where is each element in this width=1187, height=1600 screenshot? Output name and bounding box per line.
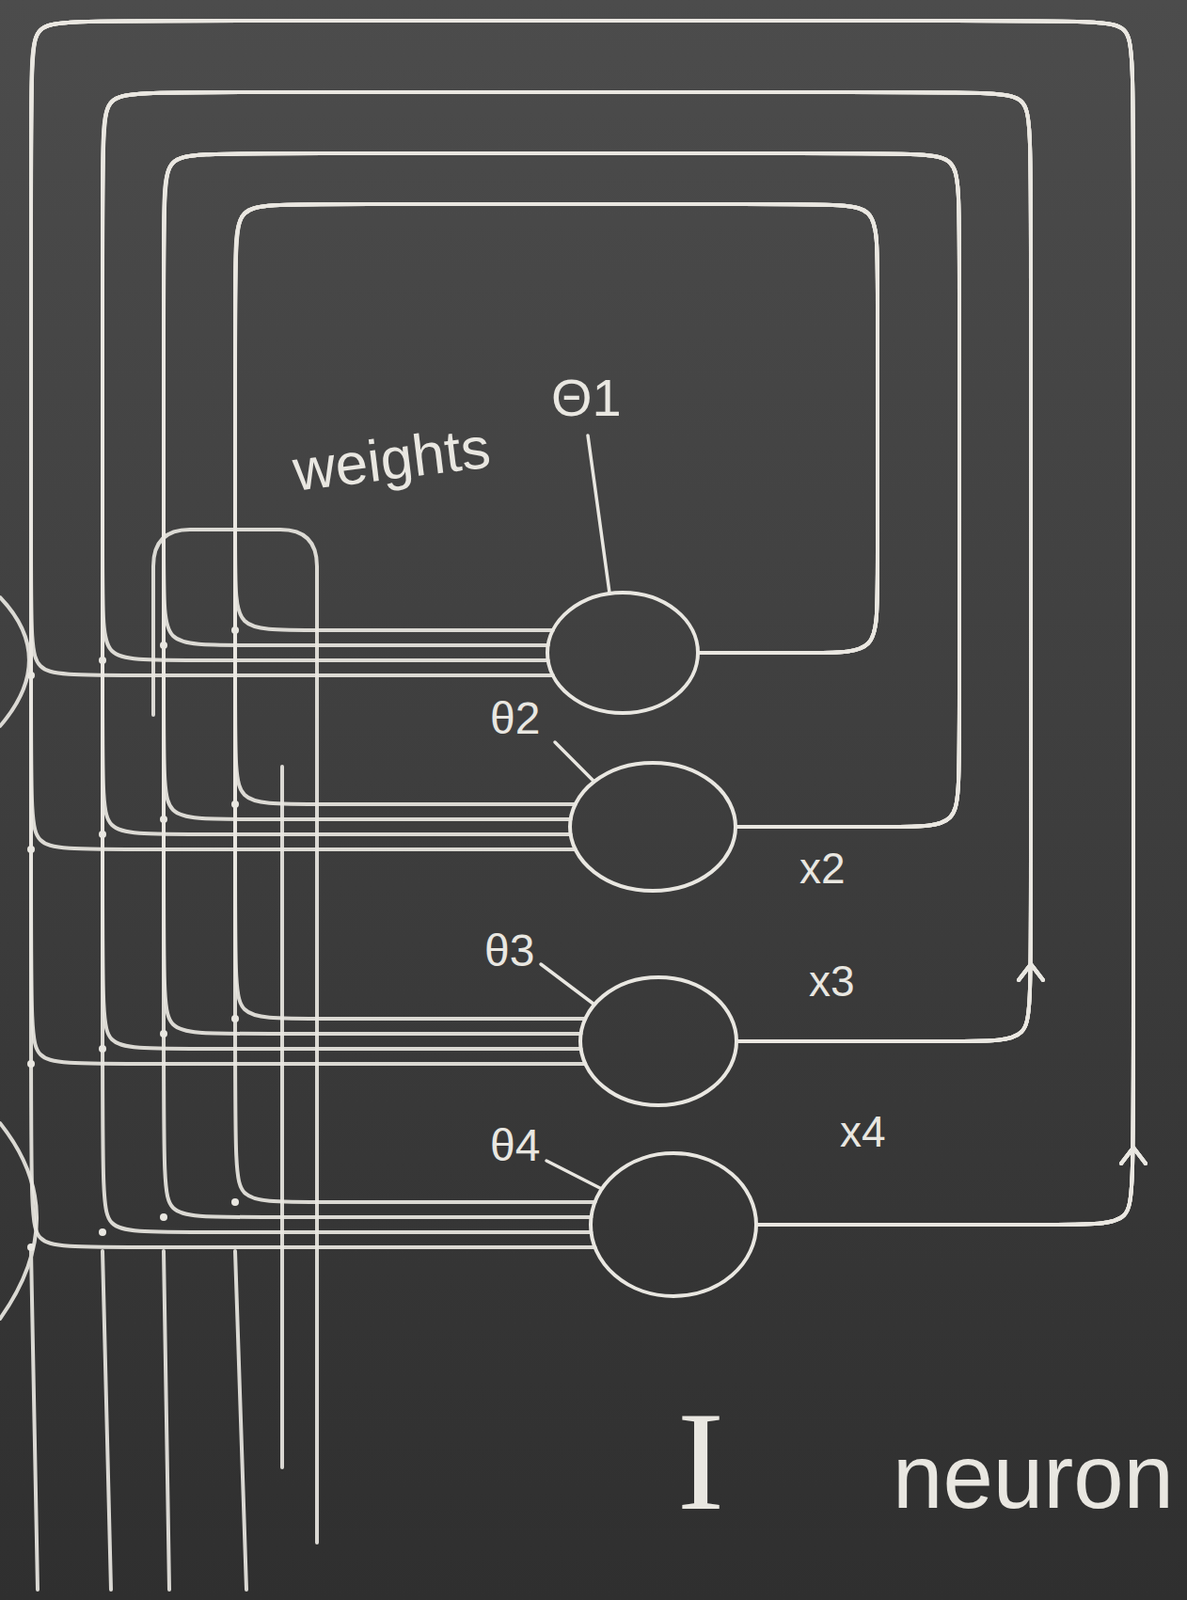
junction-dot bbox=[231, 1198, 239, 1206]
junction-dot bbox=[27, 671, 35, 680]
neuron-outline bbox=[588, 1151, 759, 1298]
arrowhead bbox=[1121, 1147, 1146, 1164]
junction-dot bbox=[159, 641, 168, 649]
junction-dot bbox=[159, 815, 168, 823]
threshold-label: Θ1 bbox=[551, 371, 622, 425]
feedback-wire bbox=[102, 92, 1031, 1042]
neuron-ellipse bbox=[590, 1153, 757, 1297]
bus-line bbox=[102, 1250, 111, 1590]
arrowhead-group bbox=[1018, 964, 1146, 1164]
junction-dot bbox=[98, 656, 107, 665]
threshold-leader bbox=[546, 1160, 602, 1189]
bus-line bbox=[163, 1250, 170, 1590]
feedback-wire bbox=[163, 153, 960, 1218]
arrowhead bbox=[1018, 964, 1044, 981]
neuron-circle: θ2 bbox=[568, 760, 738, 893]
feedback-wire bbox=[31, 20, 1134, 1248]
threshold-label: θ4 bbox=[490, 1123, 540, 1169]
arrowhead bbox=[1121, 1147, 1146, 1164]
feedback-wire bbox=[235, 204, 878, 653]
junction-dot bbox=[98, 1228, 107, 1236]
threshold-label: θ2 bbox=[490, 696, 540, 742]
neuron-circle: θ4 bbox=[588, 1151, 759, 1298]
bus-line bbox=[280, 766, 285, 1468]
feedback-wire bbox=[31, 20, 1134, 1225]
junction-dot bbox=[27, 1243, 35, 1251]
neuron-outline bbox=[568, 760, 738, 893]
bus-line bbox=[235, 1250, 247, 1590]
feedback-wire bbox=[163, 153, 960, 827]
partial-circle bbox=[0, 597, 30, 727]
feedback-wire bbox=[102, 92, 1031, 1042]
chalk-label: neuron bbox=[892, 1431, 1174, 1522]
junction-dot bbox=[159, 1029, 168, 1038]
chalk-label: x4 bbox=[839, 1109, 887, 1154]
feedback-wire bbox=[163, 153, 960, 1034]
neuron-outline bbox=[545, 590, 700, 715]
junction-dot bbox=[231, 1014, 239, 1023]
threshold-leader bbox=[554, 742, 595, 782]
threshold-leader bbox=[587, 435, 610, 594]
junction-dot bbox=[98, 830, 107, 839]
bus-line bbox=[31, 1250, 38, 1590]
wire-group bbox=[31, 20, 1134, 1248]
junction-dot bbox=[27, 845, 35, 854]
junction-dot bbox=[231, 800, 239, 808]
neuron-ellipse bbox=[547, 592, 698, 713]
feedback-wire bbox=[102, 92, 1031, 1049]
arrowhead bbox=[1121, 1147, 1146, 1164]
neuron-circle: Θ1 bbox=[545, 590, 700, 715]
arrowhead bbox=[1018, 964, 1044, 981]
threshold-leader bbox=[540, 964, 595, 1005]
junction-dot bbox=[231, 626, 239, 634]
junction-dot bbox=[27, 1060, 35, 1068]
neuron-ellipse bbox=[580, 977, 737, 1106]
feedback-wire bbox=[163, 153, 960, 827]
chalk-label: I bbox=[677, 1390, 725, 1532]
neuron-outline bbox=[578, 975, 739, 1108]
junction-group bbox=[27, 626, 239, 1251]
threshold-label: θ3 bbox=[484, 928, 535, 974]
arrowhead bbox=[1121, 1147, 1146, 1164]
feedback-wire bbox=[235, 204, 878, 1019]
chalk-label: weights bbox=[289, 418, 493, 501]
arrowhead bbox=[1018, 964, 1044, 981]
feedback-wire bbox=[31, 20, 1134, 1225]
feedback-wire bbox=[31, 20, 1134, 1225]
chalk-label: x2 bbox=[799, 846, 846, 890]
chalk-label: x3 bbox=[808, 959, 855, 1003]
neuron-circle: θ3 bbox=[578, 975, 739, 1108]
arrowhead bbox=[1018, 964, 1044, 981]
junction-dot bbox=[98, 1044, 107, 1053]
feedback-wire bbox=[235, 204, 878, 1203]
junction-dot bbox=[159, 1213, 168, 1221]
feedback-wire bbox=[235, 204, 878, 805]
feedback-wire bbox=[102, 92, 1031, 1233]
